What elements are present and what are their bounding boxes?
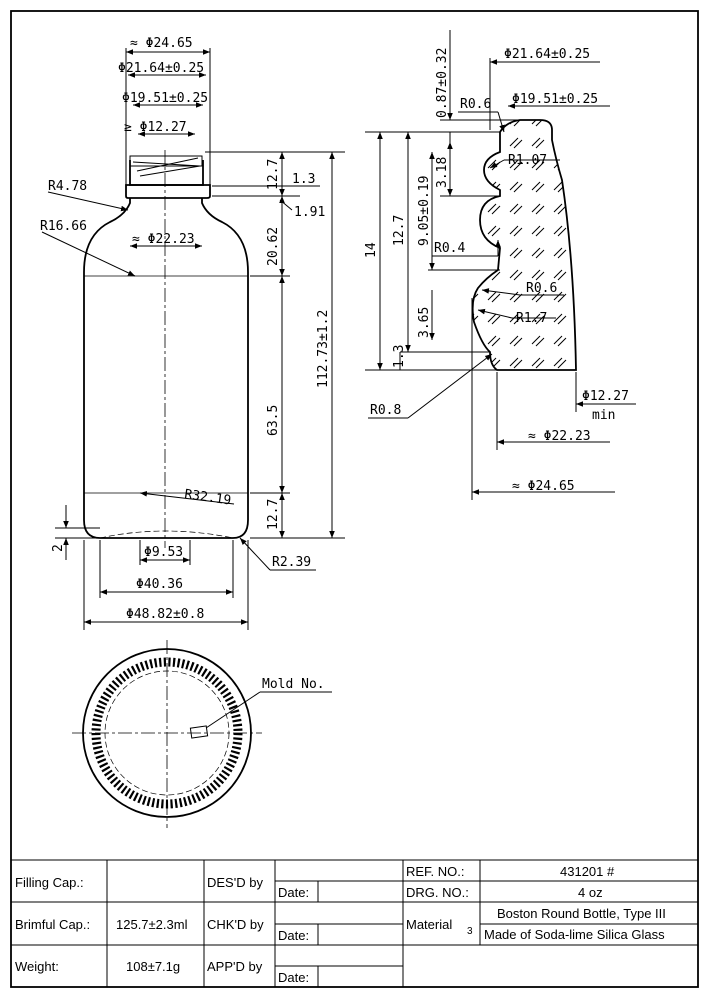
- designed-by-label: DES'D by: [207, 875, 263, 890]
- material-line-1: Boston Round Bottle, Type III: [497, 906, 666, 921]
- title-block: Filling Cap.: Brimful Cap.: 125.7±2.3ml …: [10, 859, 699, 988]
- filling-cap-label: Filling Cap.:: [15, 875, 84, 890]
- ref-no-value: 431201 #: [560, 864, 615, 879]
- dim-section-thread-diameter: Φ21.64±0.25: [504, 47, 590, 62]
- approved-date-label: Date:: [278, 970, 309, 985]
- material-line-2: Made of Soda-lime Silica Glass: [484, 927, 665, 942]
- ref-no-label: REF. NO.:: [406, 864, 465, 879]
- dim-front-r-shoulder-top: R4.78: [48, 179, 87, 194]
- dim-front-1-3: 1.3: [292, 172, 315, 187]
- dim-front-bore-diameter: ≥ Φ12.27: [124, 120, 187, 135]
- weight-value: 108±7.1g: [126, 959, 180, 974]
- weight-label: Weight:: [15, 959, 59, 974]
- dim-front-12-7-top: 12.7: [266, 159, 281, 190]
- dim-section-12-7: 12.7: [392, 215, 407, 246]
- drg-no-value: 4 oz: [578, 885, 603, 900]
- dim-front-r-heel: R2.39: [272, 555, 311, 570]
- dim-front-neck-diameter: Φ19.51±0.25: [122, 91, 208, 106]
- dim-section-r-1-07: R1.07: [508, 153, 547, 168]
- drg-no-label: DRG. NO.:: [406, 885, 469, 900]
- approved-by-label: APP'D by: [207, 959, 263, 974]
- dim-front-2: 2: [51, 544, 66, 552]
- dim-section-r-0-8: R0.8: [370, 403, 401, 418]
- dim-front-total-height: 112.73±1.2: [316, 310, 331, 388]
- dim-front-63-5: 63.5: [266, 405, 281, 436]
- front-view: ≈ Φ24.65 Φ21.64±0.25 Φ19.51±0.25 ≥ Φ12.2…: [40, 36, 345, 630]
- mold-number-marker: [189, 725, 209, 739]
- dim-section-top-diameter: ≈ Φ24.65: [512, 479, 575, 494]
- drawing-frame: [10, 10, 699, 988]
- dim-section-r-0-6-mid: R0.6: [526, 281, 557, 296]
- bottom-view: Mold No.: [72, 640, 332, 828]
- checked-by-label: CHK'D by: [207, 917, 264, 932]
- dim-front-top-diameter: ≈ Φ24.65: [130, 36, 193, 51]
- checked-date-label: Date:: [278, 928, 309, 943]
- dim-front-20-62: 20.62: [266, 227, 281, 266]
- designed-date-label: Date:: [278, 885, 309, 900]
- dim-section-0-87: 0.87±0.32: [435, 48, 450, 118]
- dim-front-pushup-diameter: Φ9.53: [144, 545, 183, 560]
- brimful-cap-label: Brimful Cap.:: [15, 917, 90, 932]
- dim-section-3-65: 3.65: [417, 307, 432, 338]
- knurl-ring: [91, 657, 243, 809]
- dim-front-body-diameter: Φ48.82±0.8: [126, 607, 204, 622]
- dim-section-neck-diameter: Φ19.51±0.25: [512, 92, 598, 107]
- dim-section-9-05: 9.05±0.19: [417, 176, 432, 246]
- dim-front-neck-base-diameter: ≈ Φ22.23: [132, 232, 195, 247]
- dim-section-1-3: 1.3: [392, 345, 407, 368]
- dim-front-thread-diameter: Φ21.64±0.25: [118, 61, 204, 76]
- dim-section-r-0-4: R0.4: [434, 241, 465, 256]
- dim-section-r-1-7: R1.7: [516, 311, 547, 326]
- brimful-cap-value: 125.7±2.3ml: [116, 917, 188, 932]
- material-label: Material: [406, 917, 452, 932]
- dim-section-bore-note: min: [592, 408, 615, 423]
- dim-section-14: 14: [364, 242, 379, 258]
- dim-front-1-91: 1.91: [294, 205, 325, 220]
- dim-section-3-18: 3.18: [435, 157, 450, 188]
- dim-front-bearing-diameter: Φ40.36: [136, 577, 183, 592]
- dim-section-r-0-6-top: R0.6: [460, 97, 491, 112]
- material-mark: 3: [467, 926, 473, 937]
- dim-section-bore-diameter: Φ12.27: [582, 389, 629, 404]
- mold-number-label: Mold No.: [262, 677, 325, 692]
- dim-front-12-7-bottom: 12.7: [266, 499, 281, 530]
- dim-front-r-base: R32.19: [183, 487, 232, 508]
- section-view: Φ21.64±0.25 Φ19.51±0.25 R0.6 0.87±0.32 3…: [364, 30, 636, 500]
- dim-section-neck-base-diameter: ≈ Φ22.23: [528, 429, 591, 444]
- dim-front-r-shoulder: R16.66: [40, 219, 87, 234]
